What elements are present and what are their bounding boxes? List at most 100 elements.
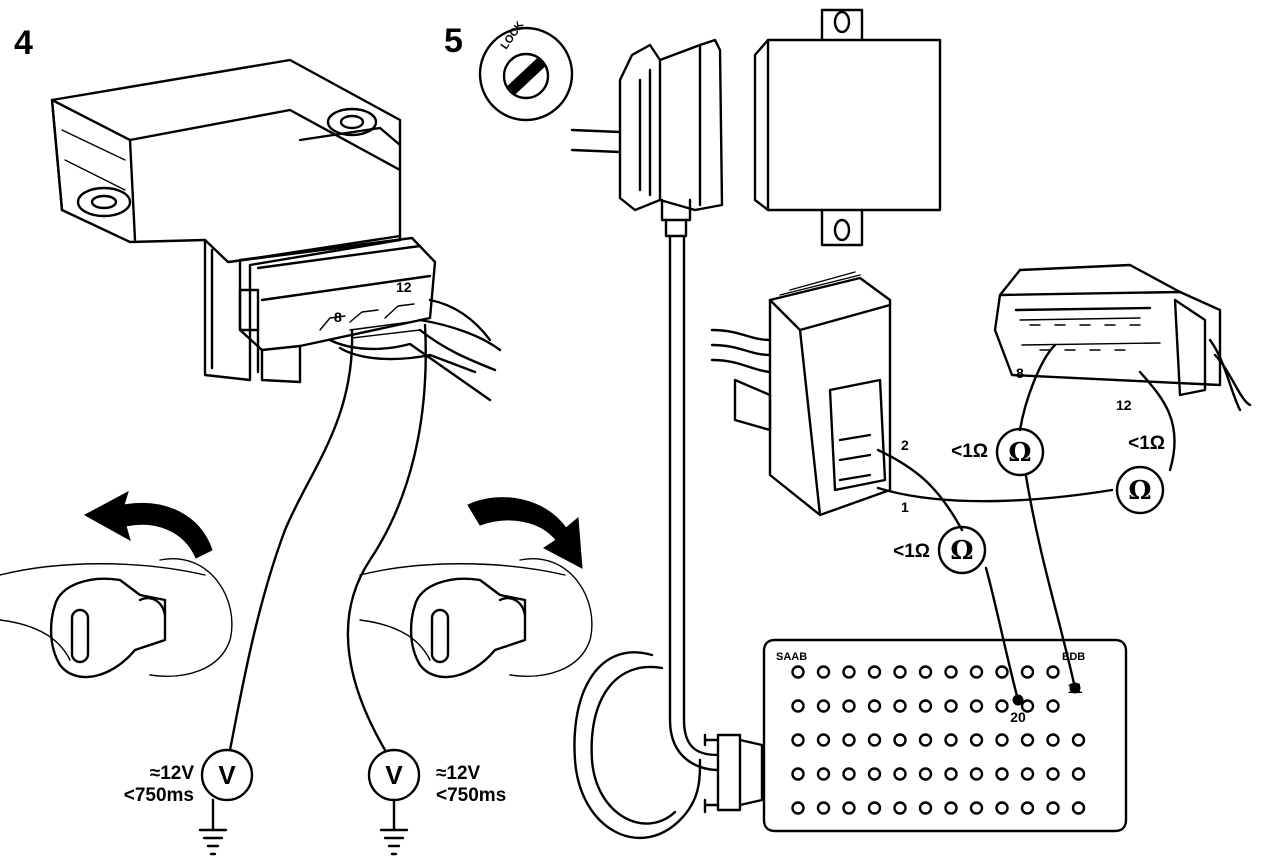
left-probe-wire [228,328,354,752]
breakout-pin-hole [791,767,805,781]
voltmeter-right-reading-time: <750ms [436,785,506,806]
ground-symbol-icon [379,828,409,856]
breakout-pin-hole [1046,733,1060,747]
lead-ohm1-to-pin20 [984,566,1020,702]
breakout-pin-hole [918,665,933,679]
control-unit [753,8,942,247]
breakout-pin-hole [1020,767,1035,781]
breakout-pin-hole [969,733,984,747]
wire-bundle [328,298,502,402]
breakout-pin-hole [944,699,958,713]
large-connector: 8 12 [993,263,1252,413]
ohmmeter-2-symbol: Ω [1008,438,1031,468]
breakout-pin-hole [893,699,907,713]
breakout-pin-hole [995,767,1009,781]
ohmmeter-3-reading: <1Ω [1128,433,1165,454]
breakout-pin-hole [842,699,856,713]
breakout-pin-hole [1046,665,1060,679]
breakout-pin-hole [867,665,882,679]
breakout-pin-hole [816,733,831,747]
breakout-box-brand: SAAB [776,651,807,663]
breakout-pin-hole [918,699,933,713]
breakout-pin-hole [1046,801,1060,815]
breakout-pin-hole [893,767,907,781]
breakout-pin-hole [1071,733,1086,747]
voltmeter-left: V ≈12V <750ms [124,748,254,856]
breakout-pin-hole [816,665,831,679]
pin-11-marker [1069,682,1081,694]
voltmeter-right-symbol: V [385,760,403,790]
breakout-pin-hole [816,801,831,815]
ohmmeter-1-reading: <1Ω [893,541,930,562]
ignition-key-left [0,490,233,679]
breakout-pin-20-label: 20 [1010,709,1026,725]
breakout-box-model: EDB [1062,651,1085,663]
breakout-pin-hole [893,801,907,815]
breakout-pin-hole [944,801,958,815]
breakout-pin-hole [893,665,907,679]
breakout-pin-hole [1046,767,1060,781]
adapter-cable [668,234,720,772]
breakout-pin-hole [842,733,856,747]
ohmmeter-2-reading: <1Ω [951,441,988,462]
ignition-lock-symbol: LOCK [478,19,574,122]
pin-12-label: 12 [396,279,412,295]
ohmmeter-3-symbol: Ω [1128,476,1151,506]
panel-4-number: 4 [14,24,33,62]
ignition-key-right [359,497,593,679]
breakout-pin-hole [791,665,805,679]
breakout-pin-hole [1020,801,1035,815]
breakout-pin-hole [893,733,907,747]
breakout-pin-hole [1071,767,1086,781]
adapter-connector [570,38,724,238]
voltmeter-right: V ≈12V <750ms [367,748,506,856]
breakout-pin-hole [867,699,882,713]
breakout-pin-hole [1020,733,1035,747]
breakout-pin-hole [995,801,1009,815]
breakout-pin-hole [791,733,805,747]
small-connector: 2 1 [710,271,909,517]
breakout-pin-hole [969,699,984,713]
breakout-pin-hole [842,665,856,679]
lead-pin8-to-ohm2 [1018,343,1057,432]
breakout-pin-hole [1020,665,1035,679]
breakout-pin-hole [995,699,1009,713]
breakout-box: SAAB EDB 20 11 [762,638,1128,833]
breakout-pin-hole [918,767,933,781]
breakout-pin-hole [995,733,1009,747]
ohmmeter-1-symbol: Ω [950,536,973,566]
cable-loop [573,651,702,840]
lead-pin1-to-ohm3 [876,486,1114,503]
breakout-pin-hole [867,733,882,747]
voltmeter-left-reading-voltage: ≈12V [150,763,195,784]
panel-5-number: 5 [444,22,463,60]
breakout-pin-11-label: 11 [1068,680,1083,696]
breakout-pin-hole [791,801,805,815]
lead-pin12-to-ohm3 [1138,370,1176,472]
breakout-pin-hole [918,801,933,815]
voltmeter-left-reading-time: <750ms [124,785,194,806]
breakout-pin-hole [1020,699,1035,713]
large-connector-pin-8: 8 [1016,365,1024,381]
breakout-pin-hole [918,733,933,747]
ground-symbol-icon [198,828,228,856]
voltmeter-right-reading-voltage: ≈12V [436,763,481,784]
breakout-pin-hole [816,767,831,781]
pin-20-marker [1012,694,1024,706]
breakout-pin-hole [944,767,958,781]
breakout-pin-hole [944,665,958,679]
breakout-pin-hole [816,699,831,713]
small-connector-pin-1: 1 [901,499,909,515]
breakout-pin-hole [867,767,882,781]
ohmmeter-3: Ω <1Ω [1115,433,1165,515]
breakout-pin-hole [1071,801,1086,815]
large-connector-pin-12: 12 [1116,397,1132,413]
small-connector-pin-2: 2 [901,437,909,453]
breakout-pin-hole [995,665,1009,679]
breakout-pin-hole [842,767,856,781]
rotate-counterclockwise-arrow-icon [83,490,213,559]
breakout-pin-hole [944,733,958,747]
breakout-pin-hole [791,699,805,713]
breakout-pin-hole [867,801,882,815]
